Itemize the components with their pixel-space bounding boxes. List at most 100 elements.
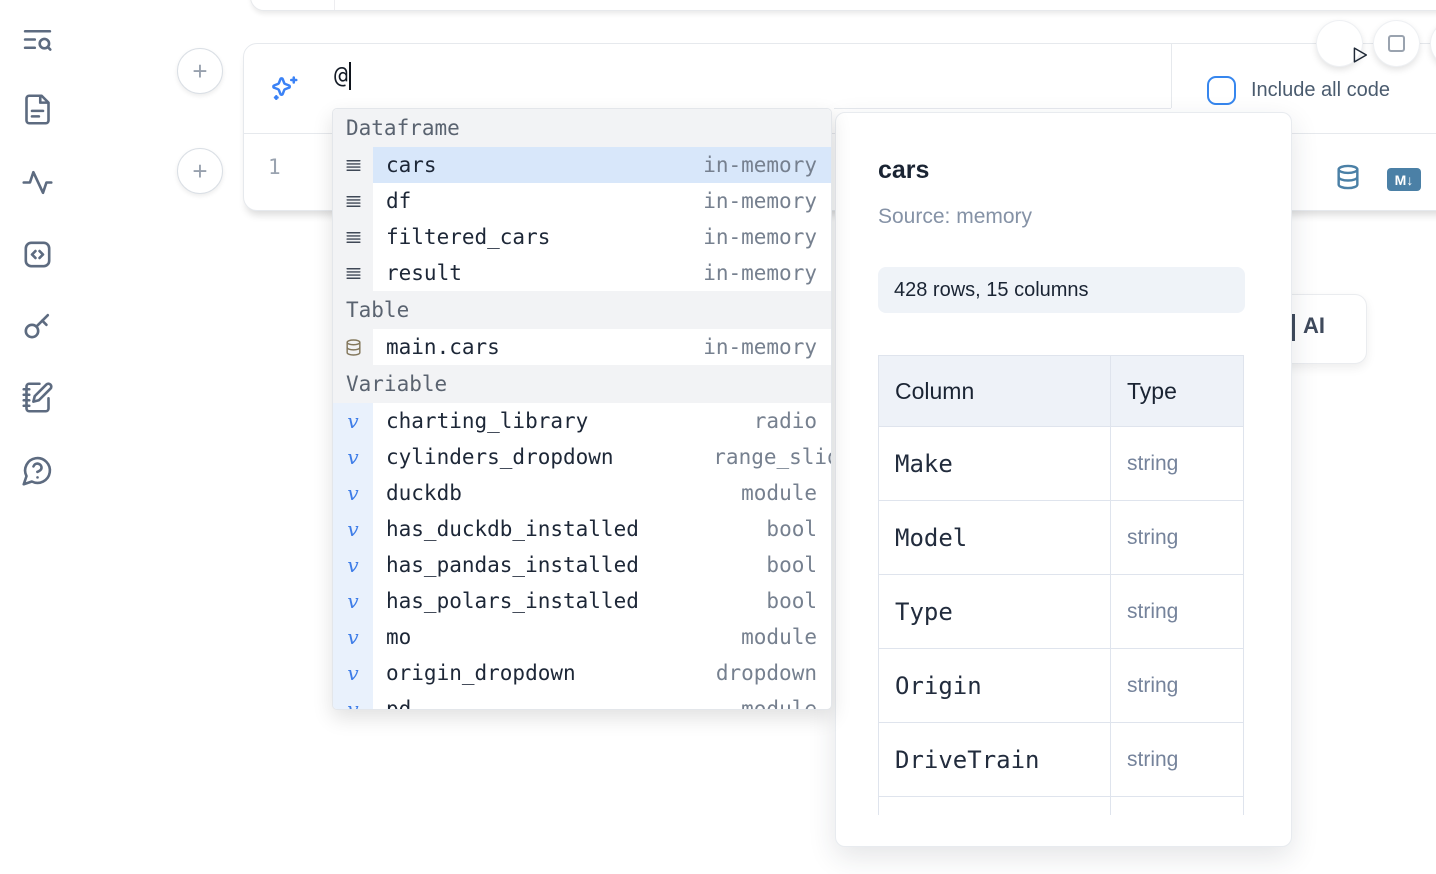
- schema-row: [878, 796, 1244, 815]
- file-text-icon[interactable]: [18, 92, 56, 130]
- autocomplete-item-type: in-memory: [703, 225, 817, 249]
- variable-icon: v: [333, 547, 373, 583]
- variable-icon: v: [333, 619, 373, 655]
- helper-sidebar: [0, 0, 72, 874]
- ai-prompt-input[interactable]: @: [334, 44, 351, 108]
- stop-button[interactable]: [1374, 21, 1419, 66]
- dataframe-preview-panel: cars Source: memory 428 rows, 15 columns…: [835, 112, 1292, 847]
- schema-column-name: Make: [878, 426, 1111, 501]
- autocomplete-item-type: module: [741, 625, 817, 649]
- schema-column-type: [1110, 796, 1244, 815]
- schema-column-type: string: [1110, 574, 1244, 649]
- preview-title: cars: [878, 156, 930, 184]
- autocomplete-item-name: has_polars_installed: [386, 589, 639, 613]
- autocomplete-item-type: bool: [766, 553, 817, 577]
- ai-prompt-value: @: [334, 63, 348, 89]
- include-all-code-control[interactable]: Include all code: [1207, 76, 1390, 105]
- schema-column-type: string: [1110, 500, 1244, 575]
- autocomplete-item-type: bool: [766, 517, 817, 541]
- variable-icon: v: [333, 691, 373, 709]
- autocomplete-item-type: in-memory: [703, 153, 817, 177]
- autocomplete-item-type: module: [741, 481, 817, 505]
- notebook-pen-icon[interactable]: [18, 380, 56, 418]
- autocomplete-item-type: dropdown: [715, 661, 817, 685]
- clipped-toolbar-button[interactable]: [1431, 21, 1436, 66]
- autocomplete-item-name: df: [386, 189, 412, 213]
- dataframe-icon: [333, 147, 373, 183]
- prompt-divider-horizontal: [834, 108, 1171, 109]
- include-all-code-label: Include all code: [1251, 79, 1390, 101]
- variable-icon: v: [333, 403, 373, 439]
- add-cell-button-bottom[interactable]: +: [177, 148, 223, 194]
- previous-cell-divider: [334, 0, 335, 10]
- dataframe-icon: [333, 183, 373, 219]
- autocomplete-section-header: Variable: [333, 365, 831, 403]
- key-icon[interactable]: [18, 308, 56, 346]
- include-all-code-checkbox[interactable]: [1207, 76, 1236, 105]
- schema-column-header: Column: [878, 355, 1111, 427]
- autocomplete-item-name: mo: [386, 625, 412, 649]
- code-square-icon[interactable]: [18, 237, 56, 275]
- table-of-contents-search-icon[interactable]: [18, 22, 56, 60]
- run-cell-button[interactable]: [1317, 21, 1368, 66]
- activity-icon[interactable]: [18, 165, 56, 203]
- schema-column-header: Type: [1110, 355, 1244, 427]
- autocomplete-item[interactable]: result in-memory: [333, 255, 831, 291]
- prompt-divider-vertical: [1171, 44, 1172, 108]
- shape-badge: 428 rows, 15 columns: [878, 267, 1245, 313]
- autocomplete-item-name: charting_library: [386, 409, 589, 433]
- autocomplete-item-name: has_pandas_installed: [386, 553, 639, 577]
- database-icon: [333, 329, 373, 365]
- run-controls: [1317, 21, 1436, 66]
- autocomplete-item-name: cylinders_dropdown: [386, 445, 614, 469]
- add-cell-button-top[interactable]: +: [177, 48, 223, 94]
- schema-column-name: DriveTrain: [878, 722, 1111, 797]
- clipped-letter: [1290, 314, 1295, 341]
- schema-column-name: [878, 796, 1111, 815]
- cell-actions: M↓: [1334, 163, 1421, 196]
- sparkles-icon: [270, 75, 300, 105]
- line-number: 1: [268, 155, 281, 179]
- database-icon[interactable]: [1334, 163, 1362, 196]
- autocomplete-item-name: result: [386, 261, 462, 285]
- preview-source: Source: memory: [878, 205, 1033, 228]
- autocomplete-item-type: in-memory: [703, 335, 817, 359]
- autocomplete-item-type: module: [741, 697, 817, 710]
- schema-column-type: string: [1110, 648, 1244, 723]
- autocomplete-item-name: duckdb: [386, 481, 462, 505]
- dataframe-icon: [333, 255, 373, 291]
- dataframe-icon: [333, 219, 373, 255]
- code-editor-row[interactable]: 1 M↓: [244, 135, 1436, 211]
- schema-column-name: Model: [878, 500, 1111, 575]
- autocomplete-section-header: Table: [333, 291, 831, 329]
- autocomplete-item[interactable]: df in-memory: [333, 183, 831, 219]
- autocomplete-item-type: range_slider: [713, 445, 831, 469]
- previous-cell-edge: [250, 0, 1436, 11]
- autocomplete-item-type: in-memory: [703, 261, 817, 285]
- autocomplete-item-type: in-memory: [703, 189, 817, 213]
- help-chat-icon[interactable]: [18, 453, 56, 491]
- autocomplete-item-type: bool: [766, 589, 817, 613]
- autocomplete-item[interactable]: v has_pandas_installed bool: [333, 547, 831, 583]
- variable-icon: v: [333, 475, 373, 511]
- markdown-badge-icon[interactable]: M↓: [1387, 168, 1421, 191]
- schema-column-type: string: [1110, 722, 1244, 797]
